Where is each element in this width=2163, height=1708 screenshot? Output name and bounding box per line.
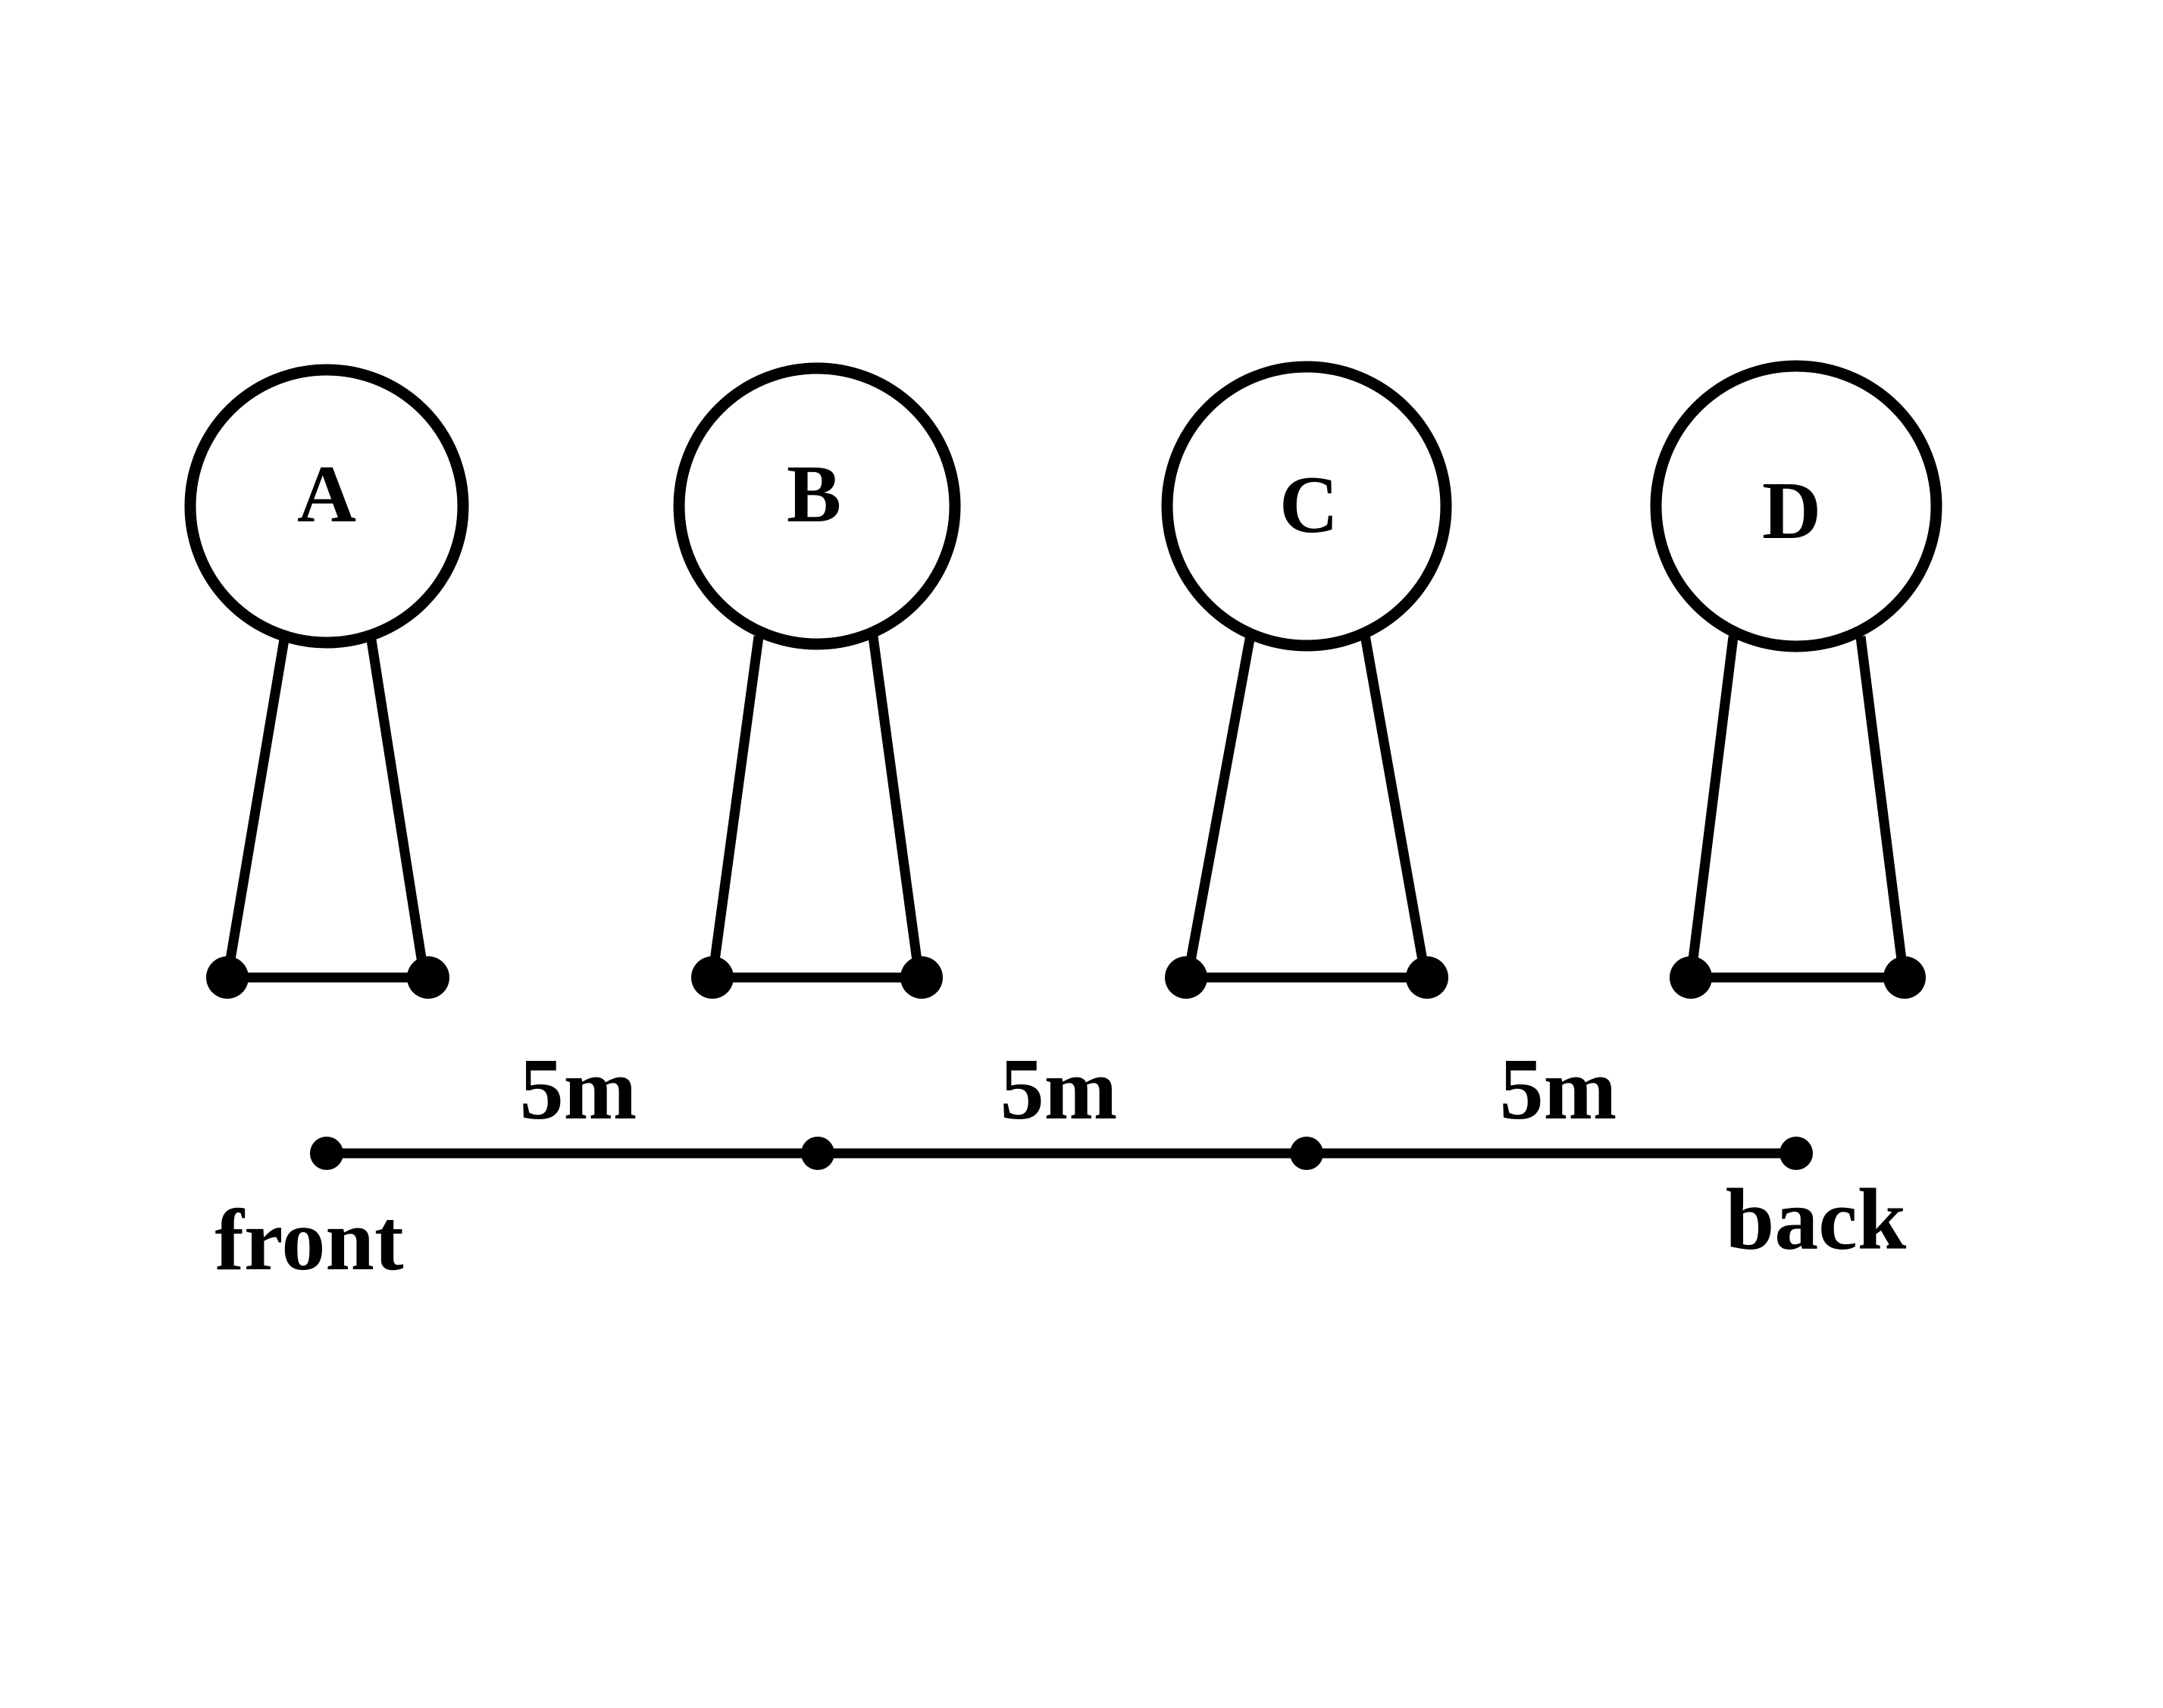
figure-c-right-leg: [1360, 633, 1431, 979]
scale-point-b: [801, 1137, 834, 1170]
figure-a: A: [184, 364, 469, 999]
front-label: front: [214, 1192, 404, 1289]
figure-b-left-foot: [691, 956, 734, 999]
figure-a-right-leg: [365, 633, 430, 979]
figure-d-left-leg: [1686, 636, 1739, 978]
figure-d: D: [1650, 360, 1942, 999]
figure-d-left-foot: [1670, 956, 1712, 999]
figure-b-left-leg: [707, 636, 764, 978]
figure-d-head: [1650, 360, 1942, 652]
figure-c: C: [1161, 361, 1452, 999]
figure-a-left-leg: [222, 633, 290, 979]
figure-b-right-leg: [868, 636, 925, 978]
figure-b: B: [673, 362, 961, 999]
figure-c-left-leg: [1182, 633, 1256, 979]
figure-a-right-foot: [407, 956, 449, 999]
figure-a-head: [184, 364, 469, 649]
figure-c-head: [1161, 361, 1452, 652]
figure-d-label: D: [1762, 466, 1821, 556]
figure-d-right-leg: [1855, 636, 1909, 978]
distance-label-bc: 5m: [1000, 1041, 1118, 1138]
distance-scale: 5m 5m 5m front back: [214, 1041, 1906, 1289]
distance-label-ab: 5m: [520, 1041, 637, 1138]
scale-point-c: [1290, 1137, 1323, 1170]
distance-label-cd: 5m: [1500, 1041, 1617, 1138]
figure-d-right-foot: [1883, 956, 1926, 999]
figure-a-left-foot: [206, 956, 249, 999]
figure-c-left-foot: [1165, 956, 1207, 999]
figure-c-right-foot: [1406, 956, 1448, 999]
scale-point-d: [1780, 1137, 1813, 1170]
figure-c-label: C: [1279, 460, 1338, 550]
back-label: back: [1726, 1172, 1907, 1268]
figure-a-label: A: [297, 449, 356, 540]
scale-point-a: [310, 1137, 343, 1170]
figure-b-right-foot: [900, 956, 943, 999]
figure-b-label: B: [787, 449, 841, 540]
figure-b-head: [673, 362, 961, 650]
